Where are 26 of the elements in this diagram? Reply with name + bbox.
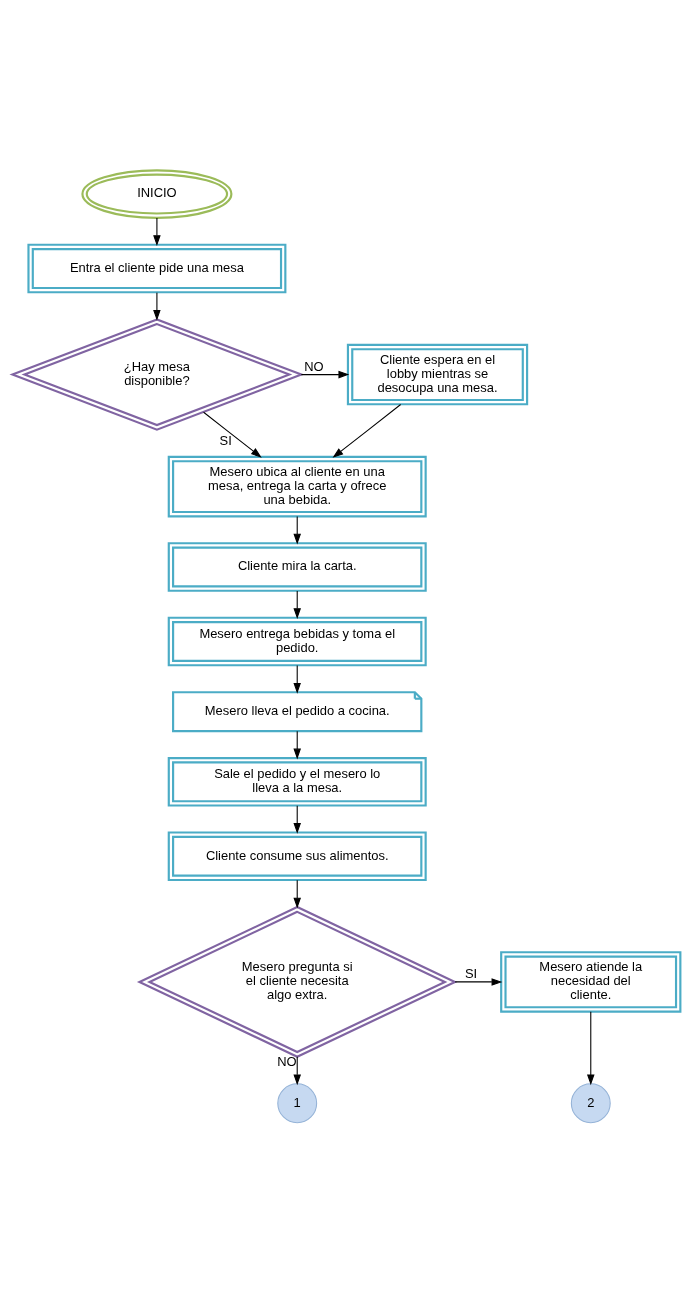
node-diamond: Mesero pregunta si el cliente necesita algo extra. [136,905,458,1058]
node-box: Cliente mira la carta. [167,541,427,592]
edge-label: NO [304,358,324,374]
node-box: Sale el pedido y el mesero lo lleva a la mesa. [167,756,427,807]
arrow [203,411,262,458]
edge-label: SI [464,965,478,981]
arrow [300,370,350,378]
arrow [587,1010,595,1085]
node-box: Mesero entrega bebidas y toma el pedido. [167,616,427,666]
node-ellipse: INICIO [81,168,233,219]
node-diamond: ¿Hay mesa disponible? [9,317,305,431]
arrow [153,291,161,321]
arrow [293,879,301,909]
node-box: Mesero atiende la necesidad del cliente. [500,950,682,1013]
arrow [454,977,503,986]
arrow [332,403,402,458]
node-circle: 1 [277,1082,318,1123]
node-box: Mesero ubica al cliente en una mesa, entrega la carta y ofrece una bebida. [167,455,427,517]
arrow [293,1055,301,1085]
arrow [293,515,301,544]
node-box: Entra el cliente pide una mesa [27,243,287,293]
arrow [153,217,161,246]
edge-label: SI [219,432,232,448]
node-circle: 2 [570,1082,611,1123]
node-box: Cliente espera en el lobby mientras se desocupa una mesa. [346,343,529,405]
node-box: Cliente consume sus alimentos. [167,830,427,881]
